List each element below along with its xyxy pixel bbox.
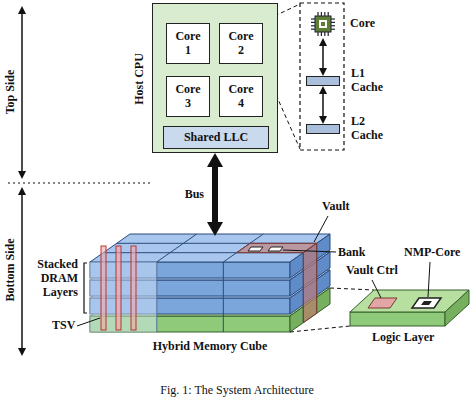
logic-slab-side (445, 290, 469, 326)
part-label: Logic Layer (372, 331, 434, 345)
dram-layer-top (90, 234, 330, 262)
zoom-box (300, 3, 344, 150)
nmp-core-die (421, 301, 432, 305)
node-label: L1 Cache (351, 67, 397, 95)
leader-line (314, 216, 328, 242)
node-label: Core 3 (172, 83, 204, 111)
leader-line (372, 280, 381, 298)
core-box: Core 3 (166, 76, 210, 117)
leader-line (428, 262, 430, 297)
part-label: Vault Ctrl (346, 264, 398, 278)
bank-block (268, 247, 283, 251)
tsv (116, 246, 121, 330)
core-box: Core 2 (219, 23, 263, 64)
vault-highlight (303, 243, 316, 322)
part-label: NMP-Core (404, 246, 460, 260)
core-box: Core 1 (166, 23, 210, 64)
connector (212, 163, 218, 226)
vault-grid (223, 262, 224, 332)
node-label: Shared LLC (184, 131, 248, 145)
node-label: Host CPU (133, 53, 147, 105)
bus-label: Bus (184, 188, 205, 202)
leader-line (77, 318, 100, 326)
tsv (131, 246, 136, 330)
part-label: Vault (322, 200, 350, 214)
core-box: Core 4 (219, 76, 263, 117)
connector (322, 93, 324, 117)
part-label: Bank (338, 246, 365, 260)
part-label: Stacked DRAM Layers (28, 258, 78, 299)
node-label: Core 4 (225, 83, 257, 111)
chip-icon (309, 10, 337, 38)
tsv-column (90, 262, 157, 332)
cache-block: L1 Cache (306, 76, 340, 86)
leader-line (283, 250, 336, 252)
zoom-leader (330, 288, 374, 290)
cache-block: L2 Cache (306, 124, 340, 134)
node-label: L2 Cache (351, 115, 397, 143)
vault-controller (368, 298, 397, 308)
node-label: Core 1 (172, 30, 204, 58)
chip-body (315, 16, 331, 32)
layer-bracket (84, 263, 87, 313)
zoom-leader (290, 326, 350, 332)
cache-box: Shared LLC (163, 126, 269, 149)
logic-slab-front (350, 312, 445, 326)
memory-cube-area: Hybrid Memory Cube (90, 236, 330, 354)
figure-caption: Fig. 1: The System Architecture (0, 384, 474, 398)
node-label: Core 2 (225, 30, 257, 58)
vault-grid (157, 234, 197, 262)
chip-core (321, 22, 325, 26)
node-label: Core (350, 17, 396, 31)
side-axis (21, 194, 23, 349)
logic-layer-detail (350, 290, 469, 326)
side-label: Top Side (4, 70, 18, 115)
host-cpu-box: Host CPUCore 1Core 2Core 3Core 4Shared L… (152, 3, 278, 153)
bank-block (248, 247, 263, 251)
side-label: Bottom Side (4, 239, 18, 302)
node-label: Hybrid Memory Cube (153, 340, 268, 354)
memory-cube (90, 234, 330, 332)
tsv (101, 246, 106, 330)
side-divider (8, 182, 150, 183)
connector (322, 45, 324, 69)
core-icon: Core (309, 10, 337, 38)
chip-die (319, 20, 327, 28)
nmp-core-chip (412, 298, 441, 308)
side-axis (21, 13, 23, 172)
part-label: TSV (52, 319, 75, 333)
